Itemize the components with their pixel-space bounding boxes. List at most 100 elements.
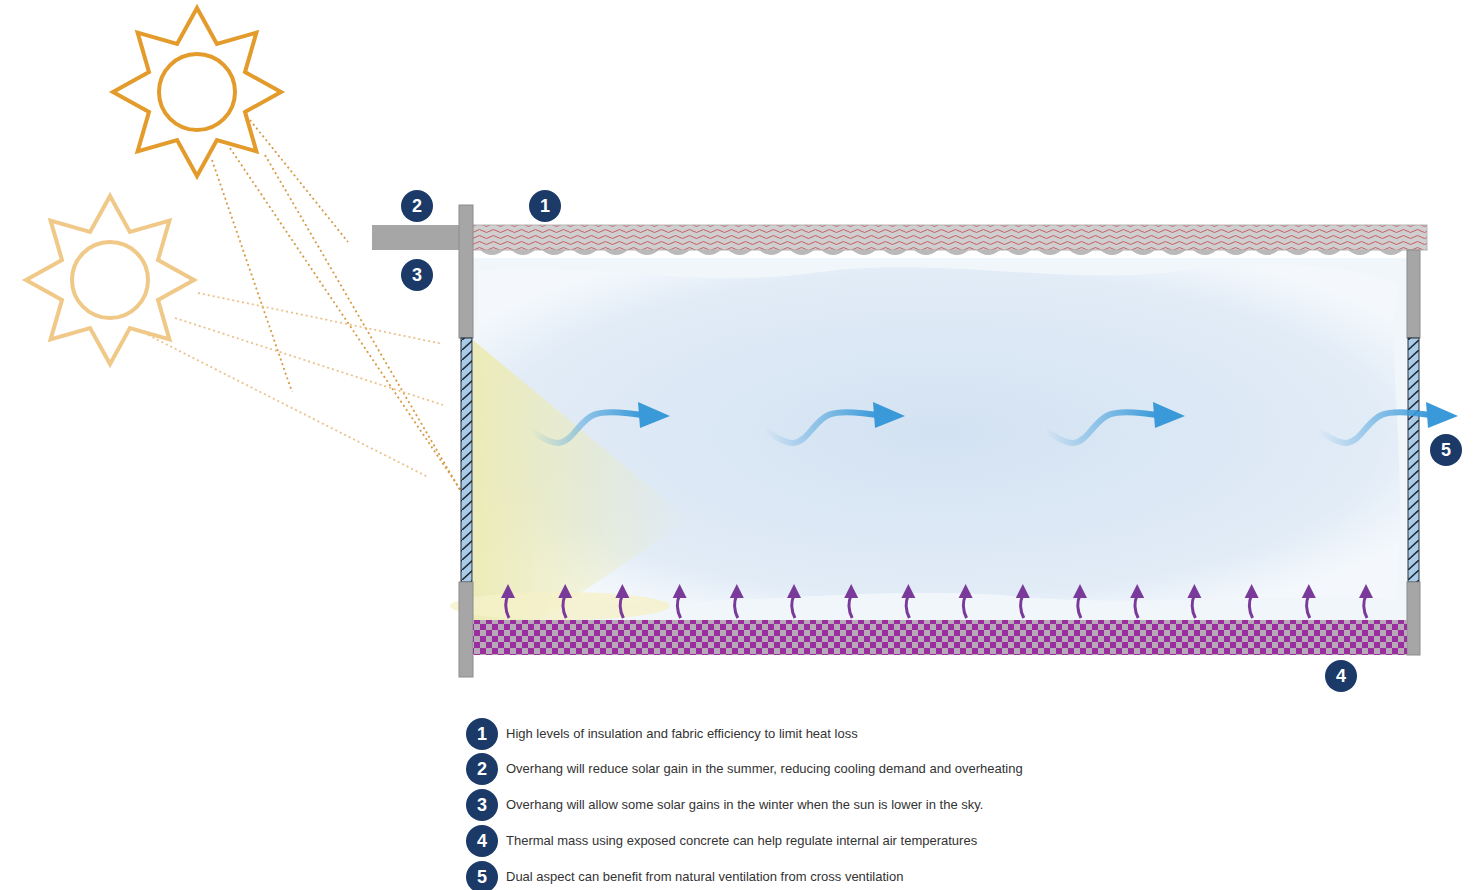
heat-arrow: [1245, 584, 1259, 618]
heat-arrow-head: [558, 584, 572, 598]
heat-arrow: [558, 584, 572, 618]
heat-arrow-shaft: [1249, 595, 1252, 618]
heat-arrow-shaft: [563, 595, 566, 618]
heat-arrow: [1359, 584, 1373, 618]
sun-rays: [26, 196, 194, 364]
heat-arrow-shaft: [906, 595, 909, 618]
heat-arrow-head: [1016, 584, 1030, 598]
insulated-roof: [472, 225, 1427, 250]
heat-release-arrows: [501, 584, 1373, 618]
right-wall-upper: [1407, 250, 1420, 338]
heat-arrow: [959, 584, 973, 618]
heat-arrow-head: [844, 584, 858, 598]
air-flow-shaft: [1318, 412, 1430, 443]
callout-number: 5: [1441, 441, 1451, 459]
heat-arrow-head: [1130, 584, 1144, 598]
air-flow-head: [1153, 402, 1185, 428]
roof-scallop: [635, 250, 659, 255]
roof-scallop: [852, 250, 876, 255]
roof-scallop: [1162, 250, 1186, 255]
roof-scallop: [1317, 250, 1341, 255]
key-text: Dual aspect can benefit from natural ven…: [506, 869, 903, 885]
heat-arrow-head: [959, 584, 973, 598]
roof-scallop: [666, 250, 690, 255]
air-flow-arrow: [765, 402, 905, 443]
winter-sunlight-patch: [473, 340, 690, 620]
right-wall-lower: [1407, 582, 1420, 655]
heat-arrow: [844, 584, 858, 618]
heat-arrow: [501, 584, 515, 618]
air-flow-head: [638, 402, 670, 428]
callout-number: 1: [540, 197, 550, 215]
heat-arrow-head: [1302, 584, 1316, 598]
key-text: High levels of insulation and fabric eff…: [506, 726, 858, 742]
roof-scallop: [728, 250, 752, 255]
key-number: 3: [477, 796, 487, 814]
air-flow-shaft: [530, 412, 642, 443]
right-window: [1408, 338, 1419, 582]
key-number: 5: [477, 868, 487, 886]
heat-arrow-shaft: [620, 595, 623, 618]
roof-scallop: [976, 250, 1000, 255]
roof-scallop: [1348, 250, 1372, 255]
roof-scallop: [1255, 250, 1279, 255]
roof-scallop: [1224, 250, 1248, 255]
air-flow-head: [873, 402, 905, 428]
key-number: 1: [477, 725, 487, 743]
overhang: [372, 225, 472, 250]
heat-arrow-shaft: [1192, 595, 1195, 618]
callout-circles: [401, 190, 1462, 890]
roof-scallop: [914, 250, 938, 255]
roof-scallop: [1379, 250, 1403, 255]
heat-arrow-shaft: [735, 595, 738, 618]
heat-arrow: [1073, 584, 1087, 618]
air-flow-arrow: [530, 402, 670, 443]
heat-arrow: [615, 584, 629, 618]
roof-scallop: [1038, 250, 1062, 255]
roof-scallop: [945, 250, 969, 255]
left-window: [461, 338, 472, 582]
key-text: Overhang will allow some solar gains in …: [506, 797, 983, 813]
summer-sun: [113, 8, 281, 176]
key-text: Thermal mass using exposed concrete can …: [506, 833, 977, 849]
heat-arrow-head: [1187, 584, 1201, 598]
roof-scallop: [1007, 250, 1031, 255]
roof-scallop: [573, 250, 597, 255]
roof-scallop: [821, 250, 845, 255]
roof-scallop: [1131, 250, 1155, 255]
heat-arrow-head: [1073, 584, 1087, 598]
roof-underside: [480, 250, 1403, 255]
roof-scallop: [1193, 250, 1217, 255]
winter-sun: [26, 196, 194, 364]
roof-scallop: [1286, 250, 1310, 255]
heat-arrow-shaft: [1078, 595, 1081, 618]
callout-number: 3: [412, 266, 422, 284]
interior-air: [473, 258, 1407, 620]
heat-arrow-head: [787, 584, 801, 598]
heat-arrow-shaft: [1364, 595, 1367, 618]
sun-ray-lines: [212, 120, 462, 492]
air-flow-shaft: [765, 412, 877, 443]
heat-arrow-head: [1245, 584, 1259, 598]
roof-scallop: [759, 250, 783, 255]
heat-arrow: [787, 584, 801, 618]
roof-scallop: [542, 250, 566, 255]
heat-arrow: [673, 584, 687, 618]
roof-scallop: [604, 250, 628, 255]
heat-arrow: [1130, 584, 1144, 618]
heat-arrow: [1016, 584, 1030, 618]
callout-number: 4: [1336, 667, 1346, 685]
heat-arrow-shaft: [1135, 595, 1138, 618]
heat-arrow-head: [673, 584, 687, 598]
heat-arrow-head: [1359, 584, 1373, 598]
left-wall-upper: [459, 205, 473, 338]
heat-arrow-shaft: [963, 595, 966, 618]
heat-arrow: [1187, 584, 1201, 618]
air-flow-head: [1426, 402, 1458, 428]
sun-rays: [113, 8, 281, 176]
heat-arrow: [1302, 584, 1316, 618]
heat-arrow-shaft: [677, 595, 680, 618]
